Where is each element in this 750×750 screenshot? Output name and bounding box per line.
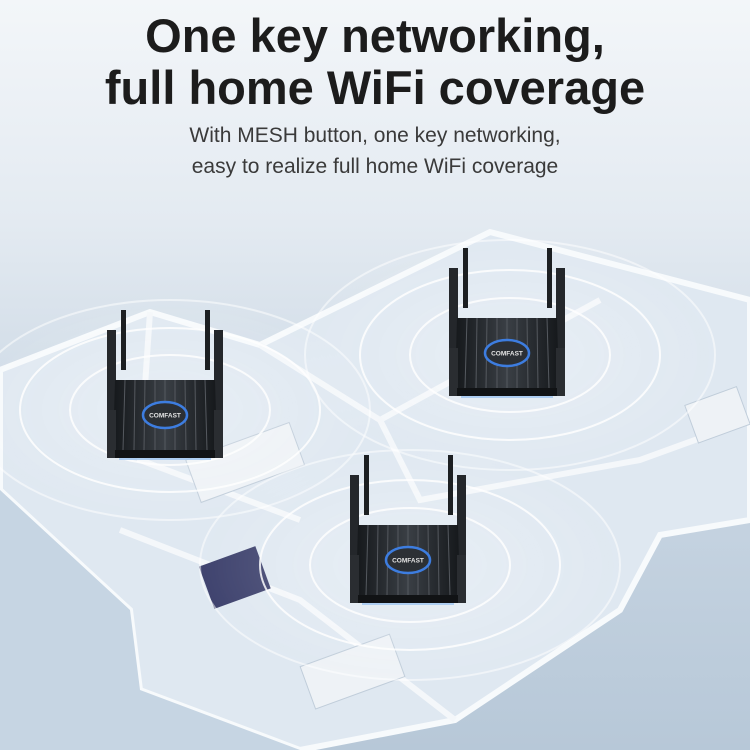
subtitle-line-2: easy to realize full home WiFi coverage xyxy=(191,155,559,178)
subtitle-line-1: With MESH button, one key networking, xyxy=(189,124,561,147)
headline-line-2: full home WiFi coverage xyxy=(104,61,646,114)
headline-line-1: One key networking, xyxy=(145,9,605,62)
